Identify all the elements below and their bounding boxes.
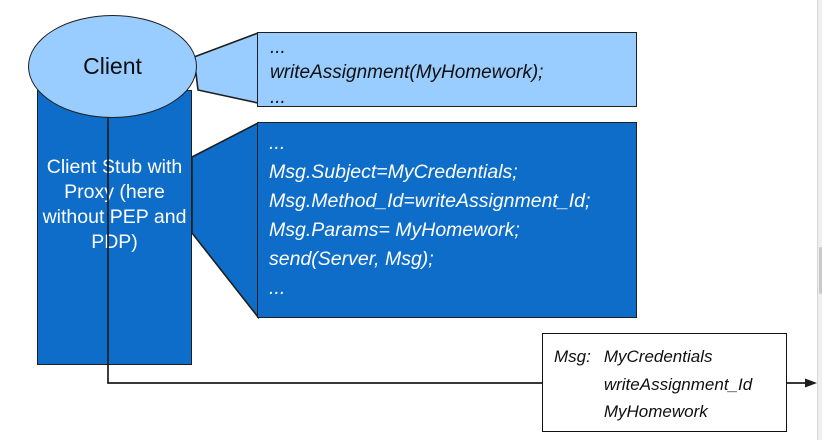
client-callout-pointer xyxy=(193,31,259,104)
stub-code-line: Msg.Method_Id=writeAssignment_Id; xyxy=(269,190,591,212)
client-stub-label-line: PEP and PDP) xyxy=(91,206,187,253)
message-value: MyCredentials xyxy=(603,347,713,366)
client-code-callout: ... writeAssignment(MyHomework); ... xyxy=(257,32,637,108)
client-stub-label-line: with Proxy xyxy=(64,156,183,203)
message-value: writeAssignment_Id xyxy=(603,374,753,394)
vertical-scrollbar-thumb[interactable] xyxy=(818,247,822,294)
message-flow-line xyxy=(107,114,542,384)
client-stub-node: Client Stub with Proxy (here without PEP… xyxy=(37,90,192,365)
client-code-line: writeAssignment(MyHomework); xyxy=(270,62,544,83)
stub-callout-pointer xyxy=(191,121,259,320)
message-box-values: MyCredentials writeAssignment_Id MyHomew… xyxy=(604,343,752,431)
stub-code-line: ... xyxy=(269,132,286,154)
client-node: Client xyxy=(28,15,197,118)
client-stub-label-line: Client Stub xyxy=(46,156,143,178)
arrowhead-icon xyxy=(805,378,817,388)
stub-code-line: Msg.Params= MyHomework; xyxy=(269,219,520,241)
stub-code-line: send(Server, Msg); xyxy=(269,248,434,270)
stub-code-line: Msg.Subject=MyCredentials; xyxy=(269,161,518,183)
client-code-line: ... xyxy=(270,87,286,108)
client-node-label: Client xyxy=(83,53,142,79)
message-box: Msg: MyCredentials writeAssignment_Id My… xyxy=(542,333,787,432)
client-code-line: ... xyxy=(270,37,286,58)
message-box-label: Msg: xyxy=(554,347,591,366)
vertical-scrollbar[interactable] xyxy=(817,0,822,440)
message-value: MyHomework xyxy=(603,402,708,421)
stub-code-line: ... xyxy=(269,277,286,299)
stub-code-callout: ... Msg.Subject=MyCredentials; Msg.Metho… xyxy=(257,122,637,318)
client-stub-label-line: (here without xyxy=(42,181,165,228)
